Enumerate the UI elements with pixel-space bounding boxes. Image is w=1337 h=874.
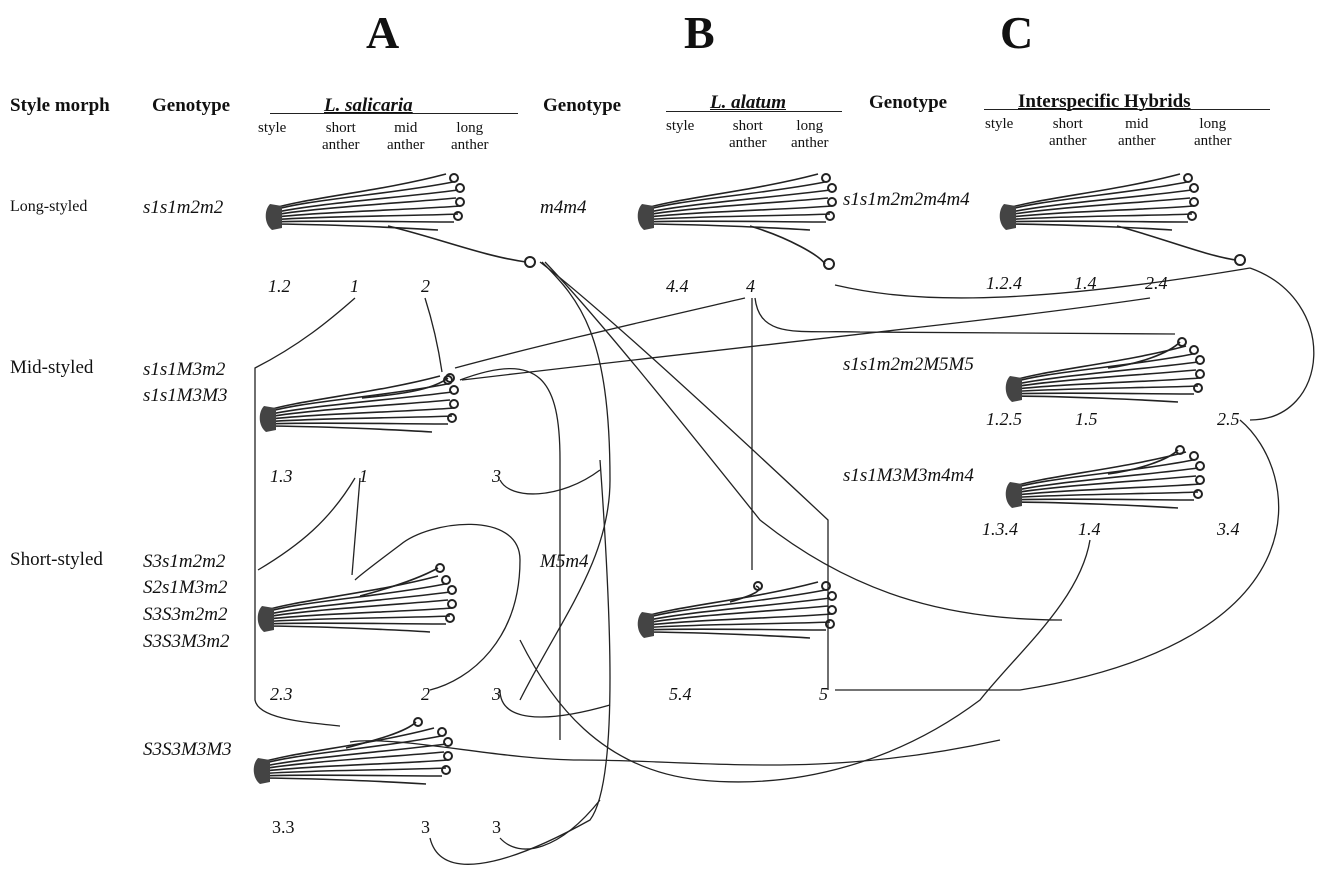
subheader-b-short: short anther bbox=[729, 118, 766, 153]
flower-c-short bbox=[1006, 446, 1204, 508]
code-a-short-style: 2.3 bbox=[270, 685, 293, 703]
header-rule-b bbox=[666, 111, 842, 112]
panel-label-b: B bbox=[684, 10, 715, 56]
code-a-mid-style: 1.3 bbox=[270, 467, 293, 485]
code-c-long-short: 1.4 bbox=[1074, 274, 1097, 292]
code-a-mid-short: 1 bbox=[359, 467, 368, 485]
code-b-short-long: 5 bbox=[819, 685, 828, 703]
pollination-lines bbox=[255, 262, 1314, 864]
flower-b-short bbox=[638, 582, 836, 638]
genotype-a-short-3: S3S3m2m2 bbox=[143, 603, 227, 627]
subheader-a-style: style bbox=[258, 120, 286, 137]
flower-a-mid bbox=[260, 374, 458, 432]
morph-long-styled: Long-styled bbox=[10, 199, 87, 215]
header-rule-a bbox=[270, 113, 518, 114]
code-b-long-short: 4 bbox=[746, 277, 755, 295]
panel-label-c: C bbox=[1000, 10, 1033, 56]
style-morph-header: Style morph bbox=[10, 96, 110, 115]
genotype-b-short: M5m4 bbox=[540, 550, 589, 574]
code-a-long-mid: 2 bbox=[421, 277, 430, 295]
species-label-b: L. alatum bbox=[710, 93, 786, 112]
code-a-long-style: 1.2 bbox=[268, 277, 291, 295]
code-c-short-long: 3.4 bbox=[1217, 520, 1240, 538]
genotype-a-mid-2: s1s1M3M3 bbox=[143, 384, 227, 408]
code-c-long-style: 1.2.4 bbox=[986, 274, 1022, 292]
code-c-mid-long: 2.5 bbox=[1217, 410, 1240, 428]
genotype-c-mid: s1s1m2m2M5M5 bbox=[843, 353, 974, 377]
genotype-a-short-2: S2s1M3m2 bbox=[143, 576, 227, 600]
flower-c-long bbox=[1000, 174, 1245, 265]
genotype-c-long: s1s1m2m2m4m4 bbox=[843, 188, 970, 212]
panel-label-a: A bbox=[366, 10, 399, 56]
code-a-mid-long: 3 bbox=[492, 467, 501, 485]
code-c-mid-style: 1.2.5 bbox=[986, 410, 1022, 428]
code-a-bottom-long: 3 bbox=[492, 818, 501, 836]
code-b-short-style: 5.4 bbox=[669, 685, 692, 703]
code-a-long-short: 1 bbox=[350, 277, 359, 295]
subheader-a-long: long anther bbox=[451, 120, 488, 155]
morph-mid-styled: Mid-styled bbox=[10, 358, 93, 377]
genotype-header-b: Genotype bbox=[543, 96, 621, 115]
subheader-c-mid: mid anther bbox=[1118, 116, 1155, 151]
code-c-mid-short: 1.5 bbox=[1075, 410, 1098, 428]
subheader-c-style: style bbox=[985, 116, 1013, 133]
genotype-a-long: s1s1m2m2 bbox=[143, 196, 223, 220]
genotype-b-long: m4m4 bbox=[540, 196, 586, 220]
genotype-a-short-4: S3S3M3m2 bbox=[143, 630, 230, 654]
code-c-short-style: 1.3.4 bbox=[982, 520, 1018, 538]
subheader-b-style: style bbox=[666, 118, 694, 135]
morph-short-styled: Short-styled bbox=[10, 550, 103, 569]
genotype-a-bottom: S3S3M3M3 bbox=[143, 738, 232, 762]
subheader-a-mid: mid anther bbox=[387, 120, 424, 155]
subheader-c-short: short anther bbox=[1049, 116, 1086, 151]
genotype-a-mid-1: s1s1M3m2 bbox=[143, 358, 225, 382]
genotype-header-c: Genotype bbox=[869, 93, 947, 112]
flower-a-short bbox=[258, 564, 456, 632]
subheader-a-short: short anther bbox=[322, 120, 359, 155]
flower-c-mid bbox=[1006, 338, 1204, 402]
code-a-short-long: 3 bbox=[492, 685, 501, 703]
subheader-b-long: long anther bbox=[791, 118, 828, 153]
header-rule-c bbox=[984, 109, 1270, 110]
flower-b-long bbox=[638, 174, 836, 269]
subheader-c-long: long anther bbox=[1194, 116, 1231, 151]
code-c-short-short: 1.4 bbox=[1078, 520, 1101, 538]
code-a-bottom-mid: 3 bbox=[421, 818, 430, 836]
code-a-short-mid: 2 bbox=[421, 685, 430, 703]
code-a-bottom-style: 3.3 bbox=[272, 818, 295, 836]
code-c-long-mid: 2.4 bbox=[1145, 274, 1168, 292]
genotype-c-short: s1s1M3M3m4m4 bbox=[843, 464, 974, 488]
flower-a-bottom bbox=[254, 718, 452, 784]
code-b-long-style: 4.4 bbox=[666, 277, 689, 295]
flower-a-long bbox=[266, 174, 535, 267]
genotype-a-short-1: S3s1m2m2 bbox=[143, 550, 225, 574]
genotype-header-a: Genotype bbox=[152, 96, 230, 115]
